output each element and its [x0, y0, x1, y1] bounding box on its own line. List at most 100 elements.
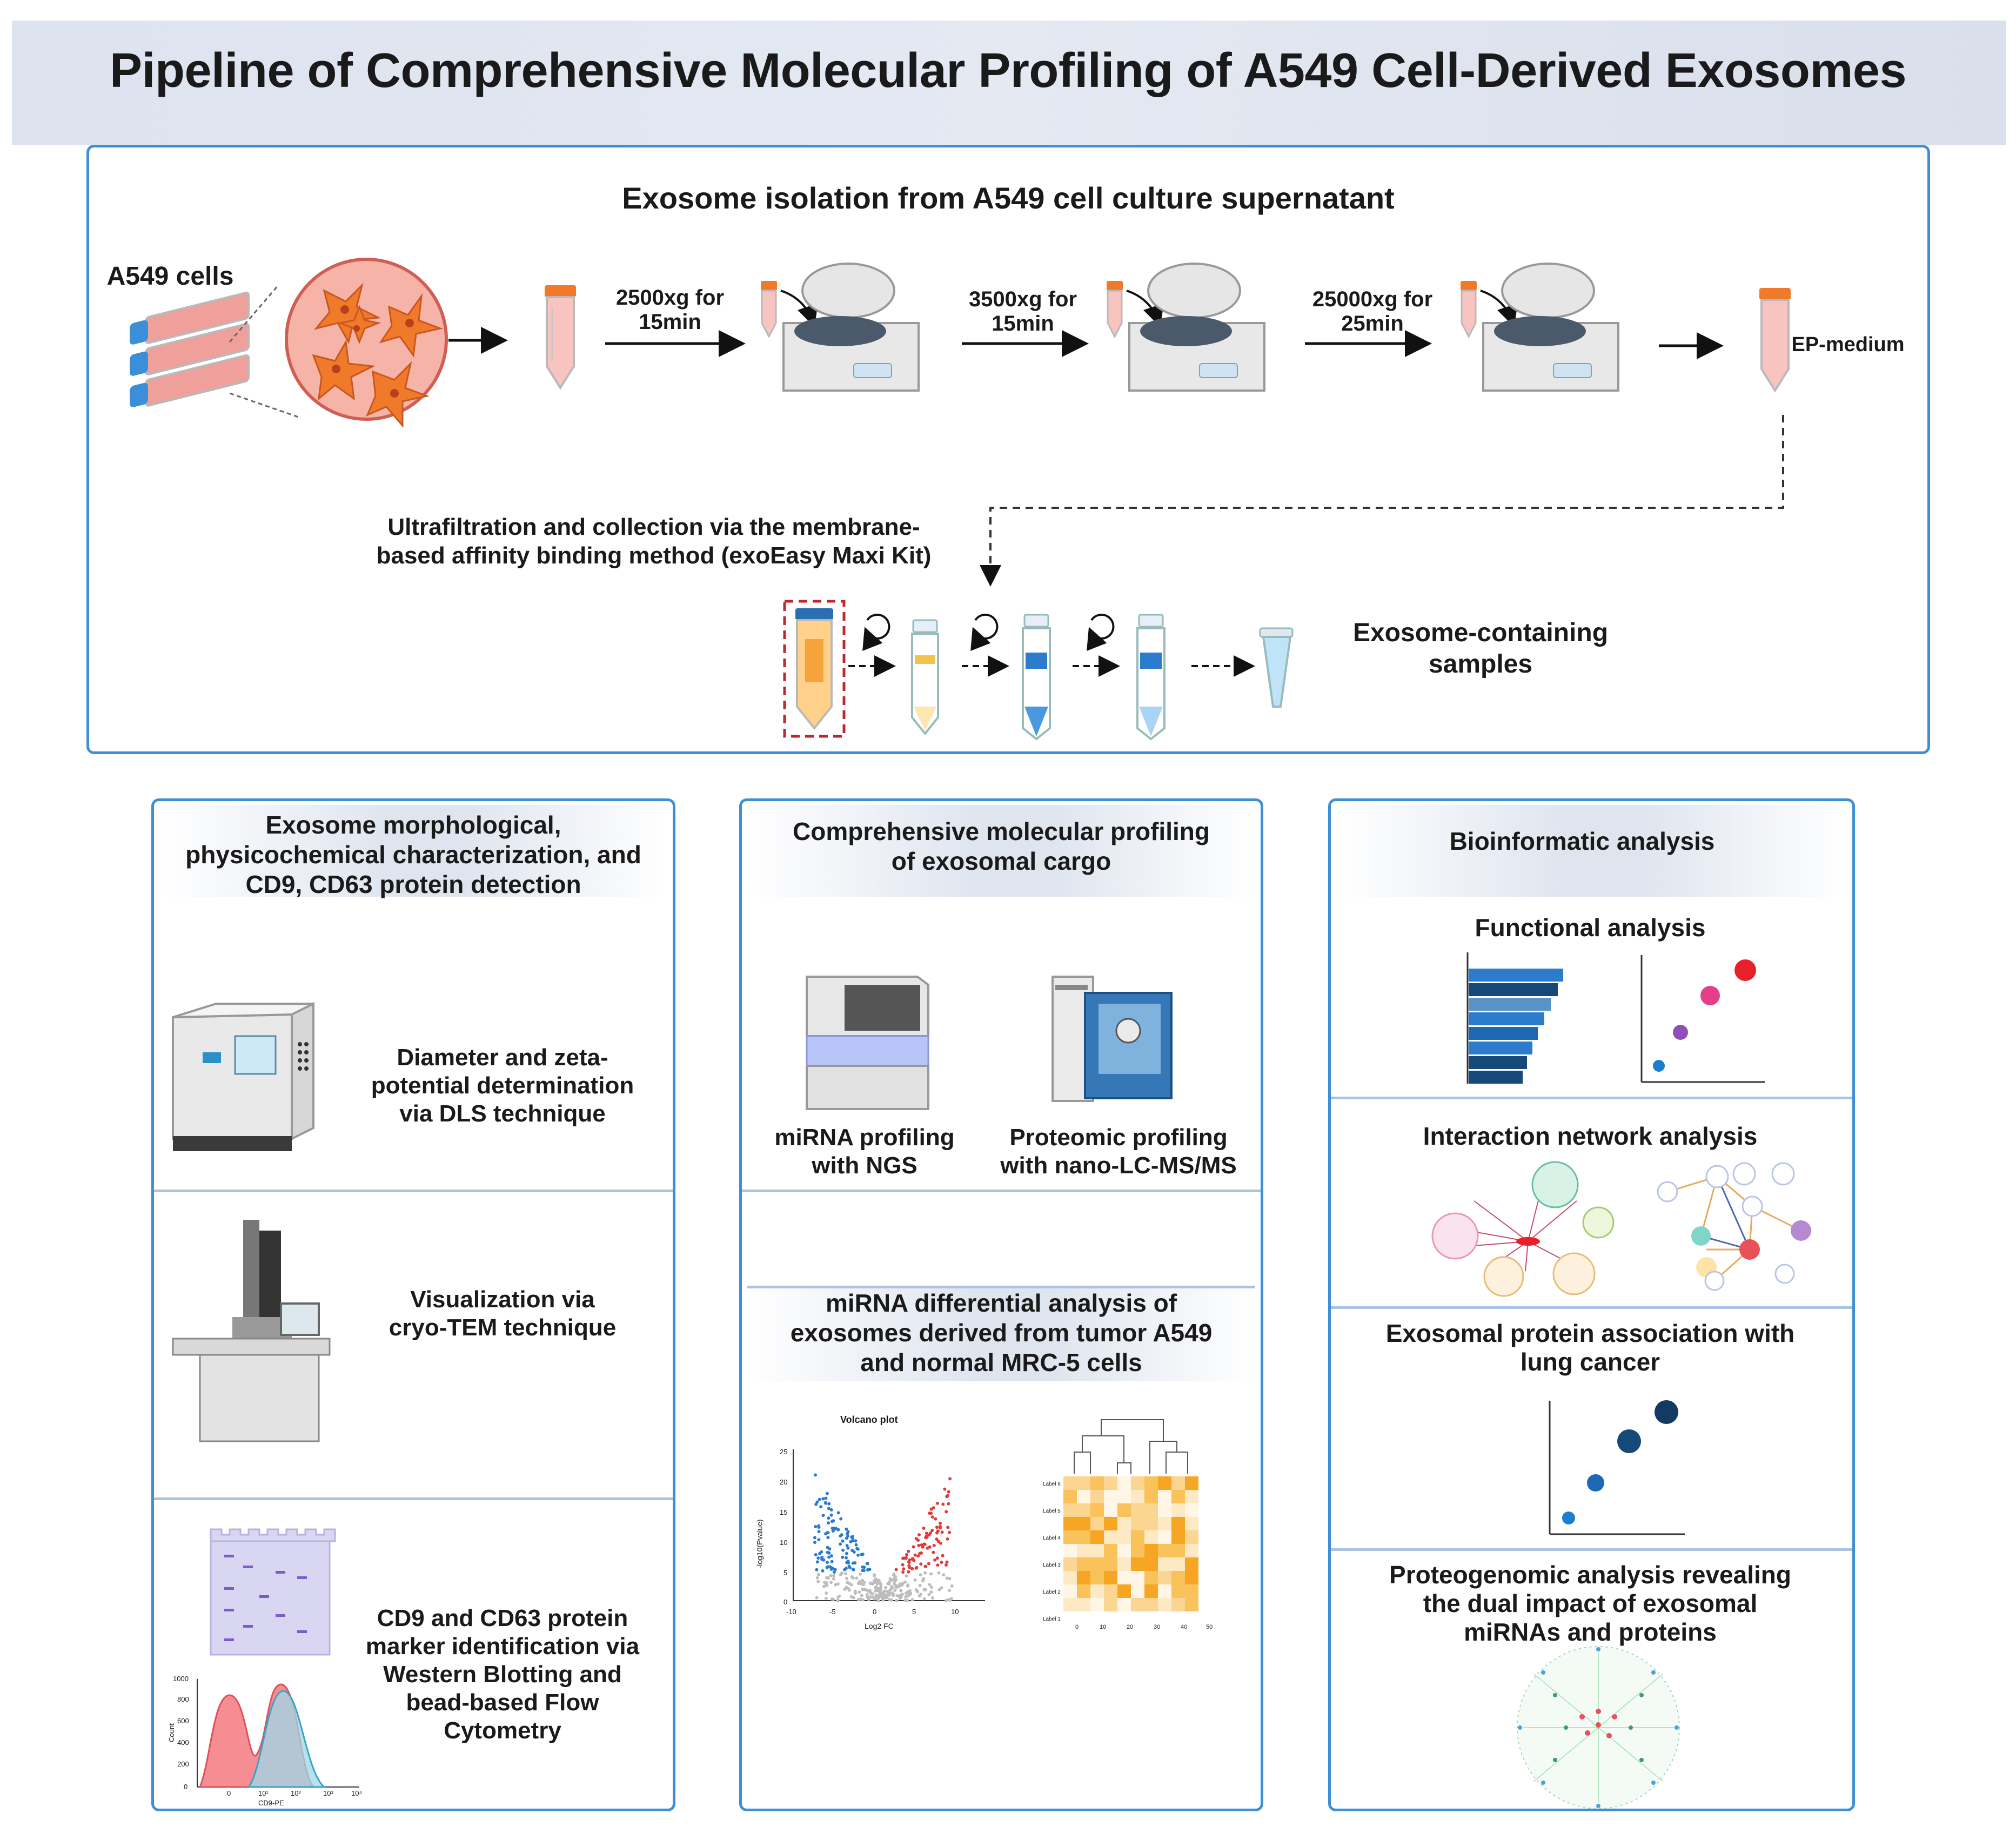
volcano-point [861, 1565, 865, 1569]
volcano-xtick: 0 [873, 1608, 877, 1616]
volcano-point [858, 1590, 861, 1594]
volcano-point [862, 1581, 866, 1584]
heat-row-label: Label 4 [1043, 1535, 1061, 1541]
volcano-point [948, 1530, 951, 1534]
heatmap-cell [1171, 1557, 1185, 1571]
samples-label-2: samples [1428, 650, 1533, 678]
volcano-point [917, 1543, 921, 1547]
volcano-point [945, 1495, 949, 1499]
step1-label-1: 2500xg for [615, 286, 725, 310]
heatmap-cell [1185, 1476, 1198, 1490]
heat-xtick: 40 [1181, 1624, 1188, 1630]
spin-column-icon [911, 619, 939, 736]
heatmap-cell [1117, 1490, 1131, 1503]
volcano-point [935, 1531, 939, 1535]
volcano-point [846, 1546, 850, 1550]
heatmap-cell [1171, 1517, 1185, 1530]
heatmap-cell [1158, 1517, 1171, 1530]
volcano-point [815, 1560, 819, 1564]
volcano-point [899, 1593, 902, 1597]
heatmap-cell [1077, 1557, 1090, 1571]
volcano-point [876, 1580, 880, 1583]
heatmap-cell [1104, 1584, 1117, 1598]
volcano-point [879, 1585, 883, 1589]
interaction-network-icon [1431, 1161, 1615, 1297]
flow-xtick: 10³ [323, 1789, 333, 1797]
volcano-point [827, 1555, 831, 1559]
pg-label-1: Proteogenomic analysis revealing [1389, 1561, 1791, 1589]
volcano-point [937, 1588, 941, 1591]
tem-label-1: Visualization via [410, 1286, 595, 1313]
heatmap-cell [1185, 1530, 1198, 1544]
heatmap-cell [1144, 1598, 1158, 1611]
volcano-point [817, 1530, 821, 1534]
volcano-point [814, 1473, 817, 1477]
volcano-point [910, 1567, 914, 1570]
volcano-point [894, 1568, 898, 1571]
heatmap-cell [1158, 1476, 1171, 1490]
volcano-point [898, 1582, 902, 1586]
volcano-point [886, 1582, 890, 1586]
heatmap-cell [1131, 1598, 1144, 1611]
heatmap-cell [1063, 1517, 1077, 1530]
step1-label-2: 15min [639, 310, 701, 334]
dls-label-3: via DLS technique [399, 1100, 606, 1127]
bioinfo-header-band [1336, 805, 1847, 897]
volcano-point [940, 1530, 944, 1534]
volcano-point [829, 1581, 833, 1584]
heat-row-label: Label 3 [1043, 1562, 1061, 1568]
volcano-point [913, 1553, 917, 1557]
volcano-point [920, 1551, 923, 1555]
lc-ms-instrument-icon [1051, 976, 1173, 1102]
wb-label-4: bead-based Flow [406, 1689, 599, 1716]
volcano-point [945, 1510, 948, 1514]
heatmap-cell [1117, 1476, 1131, 1490]
volcano-point [851, 1567, 855, 1571]
flow-histogram [197, 1679, 359, 1788]
functional-label: Functional analysis [1475, 913, 1706, 942]
volcano-point [841, 1539, 845, 1543]
volcano-point [922, 1527, 926, 1530]
diff-header-1: miRNA differential analysis of [825, 1289, 1177, 1317]
heatmap-cell [1063, 1503, 1077, 1517]
heatmap-cell [1104, 1476, 1117, 1490]
volcano-point [840, 1571, 844, 1575]
isolation-diagram [130, 258, 1791, 741]
volcano-point [893, 1577, 896, 1581]
heatmap-cell [1090, 1476, 1104, 1490]
volcano-point [827, 1507, 830, 1510]
morphology-icons [172, 1002, 359, 1788]
volcano-point [888, 1598, 892, 1601]
volcano-point [831, 1529, 835, 1533]
diff-header-3: and normal MRC-5 cells [860, 1348, 1142, 1376]
volcano-point [867, 1597, 870, 1601]
volcano-point [825, 1492, 829, 1495]
volcano-point [892, 1572, 896, 1576]
volcano-point [907, 1549, 910, 1553]
heatmap-cell [1117, 1571, 1131, 1584]
heatmap-cell [1185, 1598, 1198, 1611]
dls-label-1: Diameter and zeta- [397, 1044, 608, 1071]
volcano-point [936, 1540, 940, 1543]
heatmap-cell [1063, 1584, 1077, 1598]
rotate-icon [862, 613, 1115, 651]
volcano-point [884, 1586, 888, 1589]
volcano-point [887, 1593, 891, 1597]
volcano-point [870, 1582, 874, 1586]
heatmap-cell [1090, 1557, 1104, 1571]
heatmap-cell [1104, 1571, 1117, 1584]
volcano-point [919, 1562, 923, 1566]
heatmap-cell [1158, 1530, 1171, 1544]
heatmap-cell [1158, 1584, 1171, 1598]
volcano-point [940, 1561, 943, 1564]
volcano-point [818, 1497, 821, 1501]
volcano-point [845, 1527, 848, 1531]
volcano-point [825, 1561, 829, 1564]
volcano-point [813, 1541, 816, 1544]
bioinfo-header: Bioinformatic analysis [1449, 827, 1715, 855]
volcano-point [827, 1521, 830, 1525]
volcano-point [901, 1582, 905, 1586]
volcano-point [915, 1566, 919, 1569]
flow-ytick: 600 [177, 1717, 189, 1725]
volcano-point [826, 1550, 829, 1554]
